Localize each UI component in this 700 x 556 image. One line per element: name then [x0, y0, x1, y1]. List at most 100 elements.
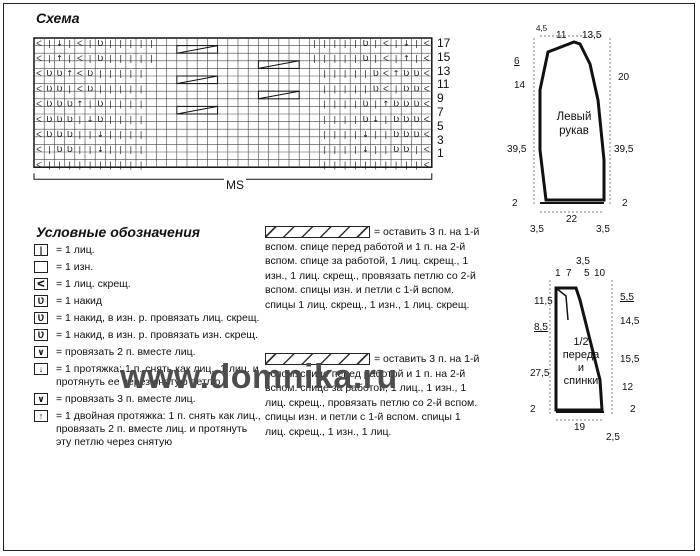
stitch-symbol: |: [334, 145, 337, 154]
cable-cross: [176, 45, 218, 54]
row-number: 5: [437, 118, 444, 133]
stitch-symbol: Ʋ: [403, 84, 409, 93]
stitch-symbol: ᐸ: [383, 69, 389, 78]
stitch-symbol: |: [140, 54, 143, 63]
stitch-symbol: |: [150, 54, 153, 63]
stitch-symbol: Ʋ: [97, 100, 103, 109]
stitch-symbol: Ʋ: [393, 145, 399, 154]
stitch-symbol: |: [79, 145, 82, 154]
stitch-symbol: |: [374, 160, 377, 169]
stitch-symbol: |: [415, 145, 418, 154]
stitch-symbol: |: [323, 100, 326, 109]
stitch-symbol: |: [109, 54, 112, 63]
stitch-symbol: ᐸ: [36, 39, 42, 48]
body-dim: 27,5: [530, 368, 550, 379]
stitch-symbol: |: [109, 84, 112, 93]
stitch-symbol: Ʋ: [67, 145, 73, 154]
stitch-symbol: ᐸ: [424, 54, 430, 63]
stitch-symbol: |: [130, 69, 133, 78]
stitch-symbol: |: [89, 145, 92, 154]
stitch-symbol: |: [374, 130, 377, 139]
stitch-symbol: |: [344, 84, 347, 93]
row-number: 1: [437, 146, 444, 161]
twisted-knit-icon: ᐸ: [34, 278, 48, 290]
stitch-symbol: ᐸ: [36, 100, 42, 109]
stitch-symbol: |: [364, 160, 367, 169]
stitch-symbol: |: [334, 100, 337, 109]
stitch-symbol: |: [89, 130, 92, 139]
cable-item: = оставить 3 п. на 1-й вспом. спице пере…: [265, 353, 480, 438]
stitch-symbol: Ʋ: [57, 115, 63, 124]
sleeve-dim: 11: [556, 30, 567, 41]
stitch-symbol: ᐸ: [424, 39, 430, 48]
cable-cross: [258, 60, 300, 69]
stitch-symbol: |: [344, 39, 347, 48]
double-decrease-icon: ↑: [34, 410, 48, 422]
stitch-symbol: |: [334, 54, 337, 63]
sleeve-dim: 14: [514, 80, 526, 91]
stitch-symbol: ↓: [97, 145, 104, 154]
row-number: 15: [437, 49, 451, 64]
stitch-symbol: |: [140, 69, 143, 78]
stitch-symbol: |: [119, 84, 122, 93]
legend-item: ∨= провязать 3 п. вместе лиц.: [34, 393, 264, 406]
stitch-symbol: ᐸ: [77, 84, 83, 93]
body-dim: 1: [555, 268, 561, 279]
stitch-symbol: |: [385, 160, 388, 169]
stitch-symbol: |: [415, 39, 418, 48]
cable-band: [176, 75, 219, 85]
stitch-symbol: |: [323, 54, 326, 63]
body-outline: [554, 286, 604, 412]
stitch-symbol: ᐸ: [36, 54, 42, 63]
stitch-symbol: |: [374, 54, 377, 63]
stitch-symbol: |: [344, 115, 347, 124]
stitch-symbol: |: [140, 130, 143, 139]
stitch-symbol: |: [334, 84, 337, 93]
stitch-symbol: ᐸ: [36, 84, 42, 93]
k2tog-icon: ∨: [34, 346, 48, 358]
body-dim: 5,5: [620, 292, 634, 303]
stitch-symbol: |: [68, 160, 71, 169]
body-dim: 12: [622, 382, 634, 393]
stitch-symbol: |: [395, 160, 398, 169]
legend-item: ∨= провязать 2 п. вместе лиц.: [34, 346, 264, 359]
stitch-symbol: |: [130, 160, 133, 169]
stitch-symbol: ↓: [97, 130, 104, 139]
stitch-symbol: |: [99, 84, 102, 93]
stitch-symbol: Ʋ: [67, 100, 73, 109]
stitch-symbol: |: [79, 130, 82, 139]
stitch-symbol: Ʋ: [414, 130, 420, 139]
body-title: 1/2 переда и спинки: [562, 336, 600, 387]
stitch-symbol: |: [130, 84, 133, 93]
stitch-symbol: |: [130, 130, 133, 139]
legend-title: Условные обозначения: [36, 224, 201, 240]
stitch-symbol: |: [395, 54, 398, 63]
stitch-symbol: |: [68, 84, 71, 93]
stitch-symbol: |: [323, 39, 326, 48]
cable-band: [257, 90, 300, 100]
body-dim: 3,5: [576, 256, 590, 267]
stitch-symbol: |: [79, 115, 82, 124]
cable-symbol-icon: [265, 226, 370, 239]
stitch-symbol: ᐸ: [424, 160, 430, 169]
stitch-symbol: |: [140, 100, 143, 109]
row-numbers: 17 15 13 11 9 7 5 3 1: [437, 37, 450, 161]
sleeve-dim: 22: [566, 214, 578, 225]
stitch-symbol: Ʋ: [363, 39, 369, 48]
stitch-symbol: |: [109, 115, 112, 124]
stitch-symbol: Ʋ: [403, 69, 409, 78]
stitch-symbol: |: [354, 115, 357, 124]
stitch-symbol: |: [130, 115, 133, 124]
stitch-symbol: |: [354, 130, 357, 139]
chart-frame: [33, 37, 433, 168]
stitch-symbol: Ʋ: [67, 115, 73, 124]
legend-item: ↓= 1 протяжка: 1 п. снять как лиц., 1 ли…: [34, 363, 264, 389]
stitch-symbol: |: [109, 160, 112, 169]
stitch-symbol: |: [58, 160, 61, 169]
stitch-symbol: |: [385, 145, 388, 154]
stitch-symbol: Ʋ: [403, 100, 409, 109]
sleeve-dim: 39,5: [614, 144, 634, 155]
stitch-symbol: ᐸ: [424, 69, 430, 78]
stitch-symbol: |: [354, 39, 357, 48]
